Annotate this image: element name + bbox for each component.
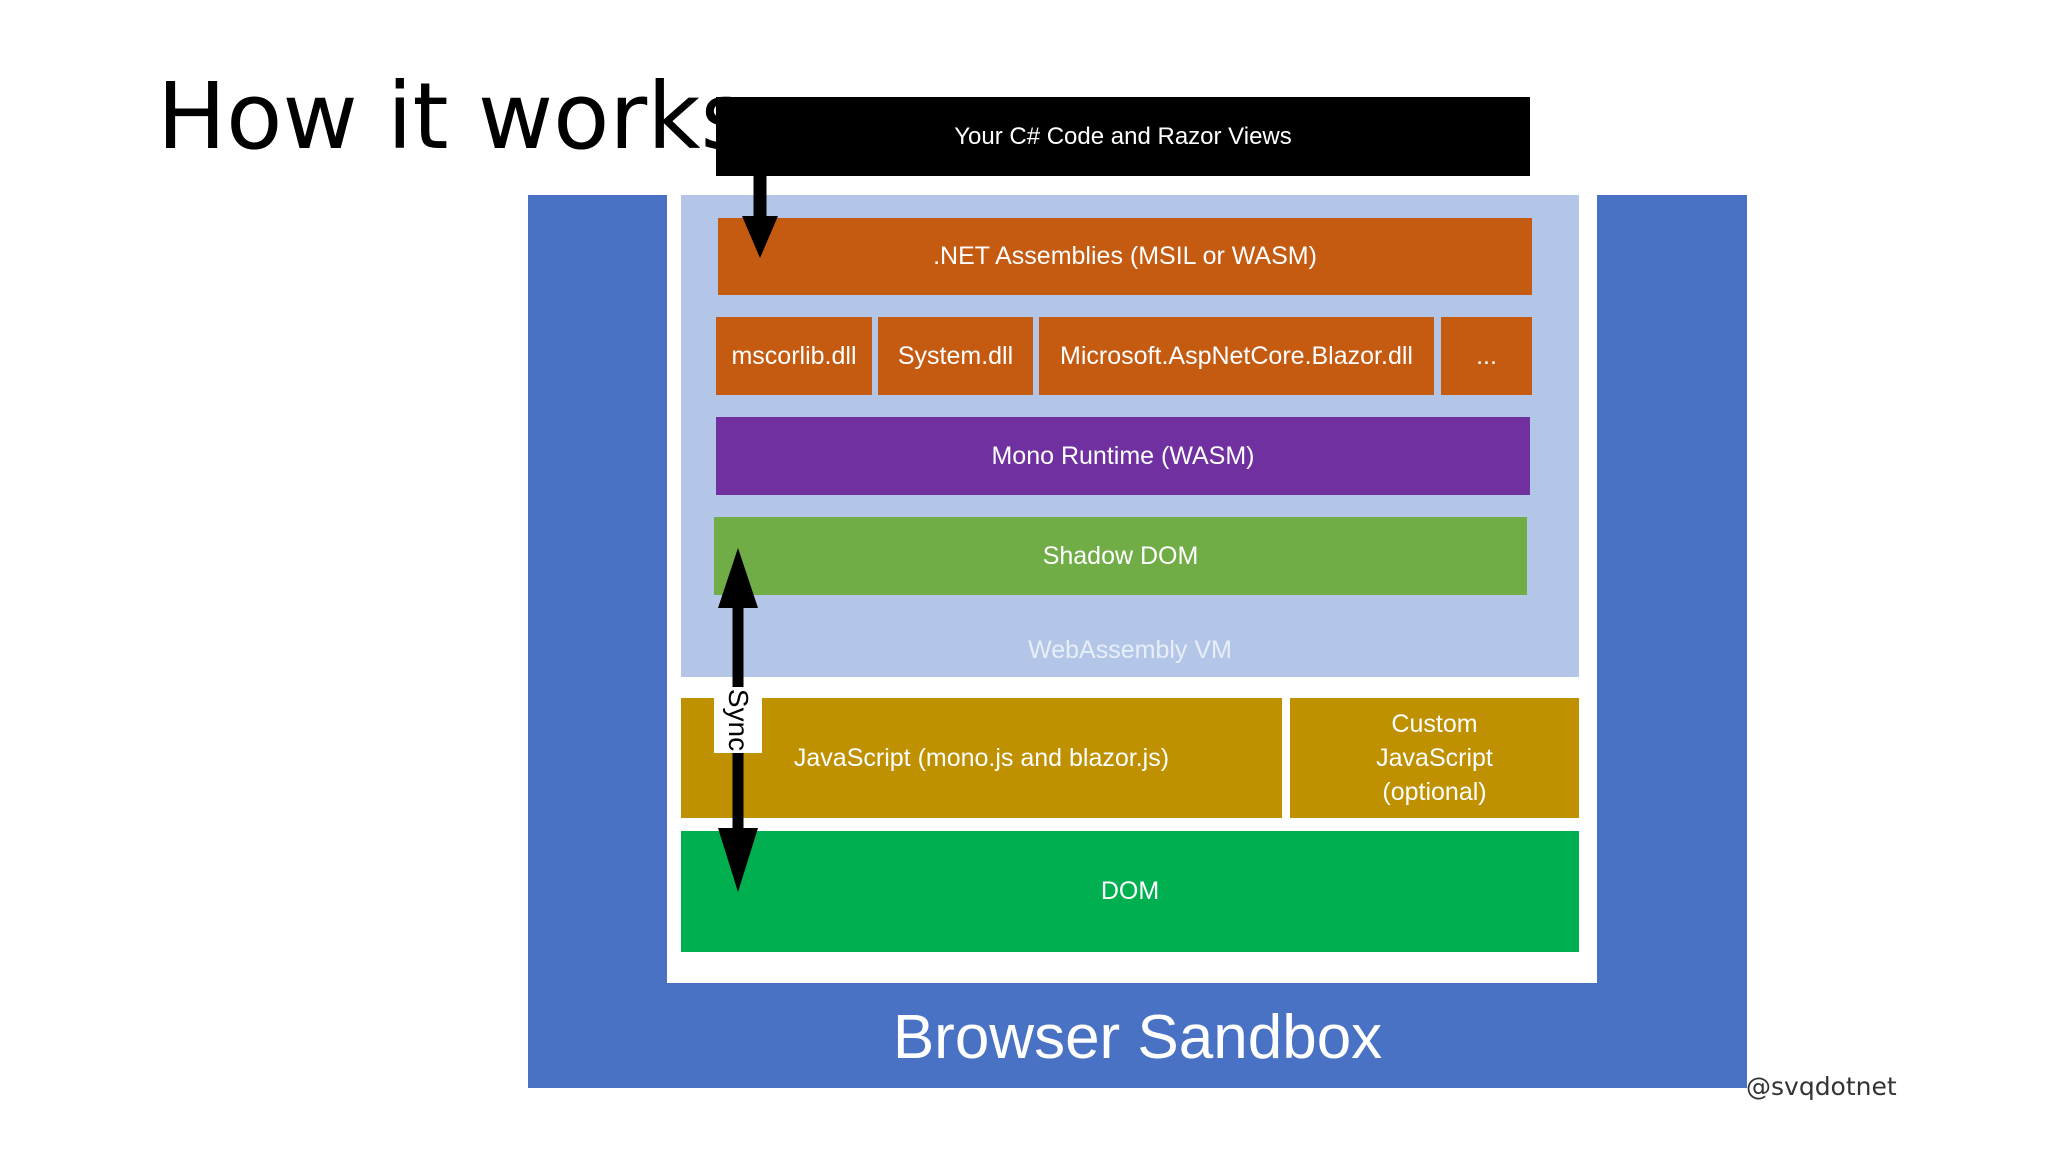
custom-javascript-box: Custom JavaScript (optional)	[1290, 698, 1579, 818]
dom-box: DOM	[681, 831, 1579, 952]
mono-runtime-box: Mono Runtime (WASM)	[716, 417, 1530, 495]
net-assemblies-box: .NET Assemblies (MSIL or WASM)	[718, 218, 1532, 295]
sync-label-text: Sync	[723, 688, 754, 752]
custom-js-line-1: Custom	[1391, 710, 1478, 738]
browser-sandbox-label: Browser Sandbox	[892, 1003, 1383, 1072]
dll-system-box: System.dll	[878, 317, 1033, 395]
custom-js-line-2: JavaScript	[1376, 744, 1493, 772]
sync-label: Sync	[714, 687, 762, 753]
javascript-runtime-box: JavaScript (mono.js and blazor.js)	[681, 698, 1282, 818]
shadow-dom-box: Shadow DOM	[714, 517, 1527, 595]
twitter-handle: @svqdotnet	[1746, 1072, 1897, 1101]
dll-blazor-box: Microsoft.AspNetCore.Blazor.dll	[1039, 317, 1434, 395]
dll-more-box: ...	[1441, 317, 1532, 395]
dll-mscorlib-box: mscorlib.dll	[716, 317, 872, 395]
webassembly-vm-label: WebAssembly VM	[1028, 635, 1232, 664]
custom-js-line-3: (optional)	[1382, 778, 1487, 806]
slide-title: How it works	[157, 63, 749, 170]
csharp-code-box: Your C# Code and Razor Views	[716, 97, 1530, 176]
